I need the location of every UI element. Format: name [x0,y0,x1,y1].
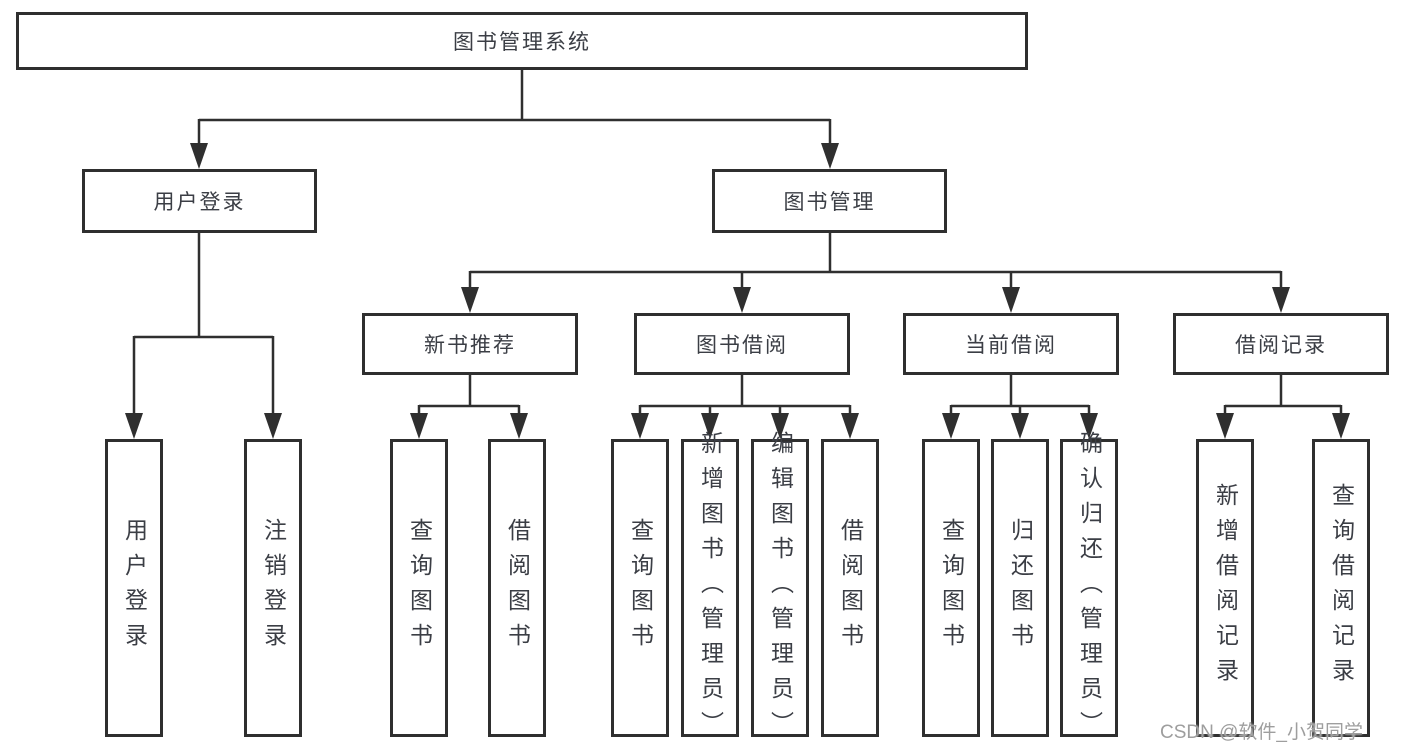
node-label: 确认归还（管理员） [1076,430,1103,746]
watermark: CSDN @软件_小贺同学 [1160,722,1363,743]
node-label: 图书管理系统 [453,31,591,54]
node-book-management: 图书管理 [712,169,947,233]
leaf-logout: 注销登录 [244,439,302,737]
connector-root-to-level2 [197,70,832,150]
node-book-borrowing: 图书借阅 [634,313,850,375]
node-label: 借阅记录 [1235,334,1327,357]
leaf-add-books-admin: 新增图书（管理员） [681,431,739,746]
node-label: 新增借阅记录 [1212,483,1239,693]
node-label: 图书管理 [783,191,876,214]
leaf-query-borrow-record: 查询借阅记录 [1312,439,1370,737]
leaf-query-books-recommend: 查询图书 [390,439,448,737]
node-library-management-system: 图书管理系统 [16,12,1028,70]
leaf-query-books-borrowing: 查询图书 [611,439,669,737]
node-label: 新书推荐 [424,334,516,357]
connector-current-to-leaves [949,375,1091,418]
node-label: 归还图书 [1007,518,1034,658]
leaf-add-borrow-record: 新增借阅记录 [1196,439,1254,737]
node-label: 借阅图书 [504,518,531,658]
node-borrowing-records: 借阅记录 [1173,313,1389,375]
arrowheads-userlogin-leaves [125,413,282,439]
leaf-confirm-return-admin: 确认归还（管理员） [1060,431,1118,746]
node-user-login: 用户登录 [82,169,317,233]
node-label: 图书借阅 [696,334,788,357]
node-label: 注销登录 [260,518,287,658]
leaf-borrow-books-recommend: 借阅图书 [488,439,546,737]
node-new-book-recommendation: 新书推荐 [362,313,578,375]
node-label: 借阅图书 [837,518,864,658]
arrowheads-leaves [410,413,1350,439]
connector-borrowing-to-leaves [638,375,852,418]
node-label: 编辑图书（管理员） [767,430,794,746]
node-label: 用户登录 [153,191,246,214]
node-label: 当前借阅 [965,334,1057,357]
arrowheads-level3 [461,287,1290,313]
connector-userlogin-to-leaves [132,233,275,418]
connector-newbook-to-leaves [417,375,521,418]
leaf-query-books-current: 查询图书 [922,439,980,737]
leaf-user-login: 用户登录 [105,439,163,737]
arrowheads-level2 [190,143,839,169]
leaf-edit-books-admin: 编辑图书（管理员） [751,431,809,746]
connector-records-to-leaves [1223,375,1343,418]
node-label: 查询图书 [627,518,654,658]
leaf-borrow-books-borrowing: 借阅图书 [821,439,879,737]
node-label: 查询图书 [406,518,433,658]
node-label: 查询借阅记录 [1328,483,1355,693]
node-label: 查询图书 [938,518,965,658]
leaf-return-books: 归还图书 [991,439,1049,737]
node-current-borrowing: 当前借阅 [903,313,1119,375]
connector-bookmgmt-to-level3 [468,233,1283,294]
node-label: 用户登录 [121,518,148,658]
node-label: 新增图书（管理员） [697,430,724,746]
